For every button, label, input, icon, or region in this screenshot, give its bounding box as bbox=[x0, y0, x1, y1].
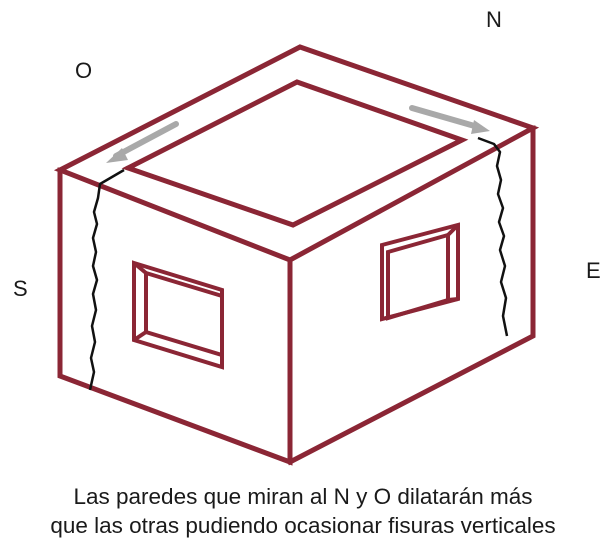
compass-label-south: S bbox=[13, 276, 28, 301]
south-wall-outline bbox=[57, 167, 293, 466]
diagram-caption: Las paredes que miran al N y O dilatarán… bbox=[0, 482, 606, 540]
dilation-arrow-west bbox=[106, 121, 179, 163]
caption-line-2: que las otras pudiendo ocasionar fisuras… bbox=[50, 513, 556, 538]
east-wall-outline bbox=[286, 125, 536, 466]
compass-label-west: O bbox=[75, 58, 93, 83]
dilation-arrow-north bbox=[409, 105, 490, 134]
compass-label-east: E bbox=[586, 258, 601, 283]
crack-north-wall bbox=[477, 136, 509, 337]
crack-west-wall bbox=[88, 168, 125, 391]
east-window bbox=[380, 222, 460, 322]
roof-outline bbox=[53, 44, 540, 263]
compass-label-north: N bbox=[486, 7, 502, 32]
caption-line-1: Las paredes que miran al N y O dilatarán… bbox=[73, 484, 533, 509]
roof-inner-outline bbox=[121, 79, 469, 228]
south-window bbox=[132, 260, 224, 370]
